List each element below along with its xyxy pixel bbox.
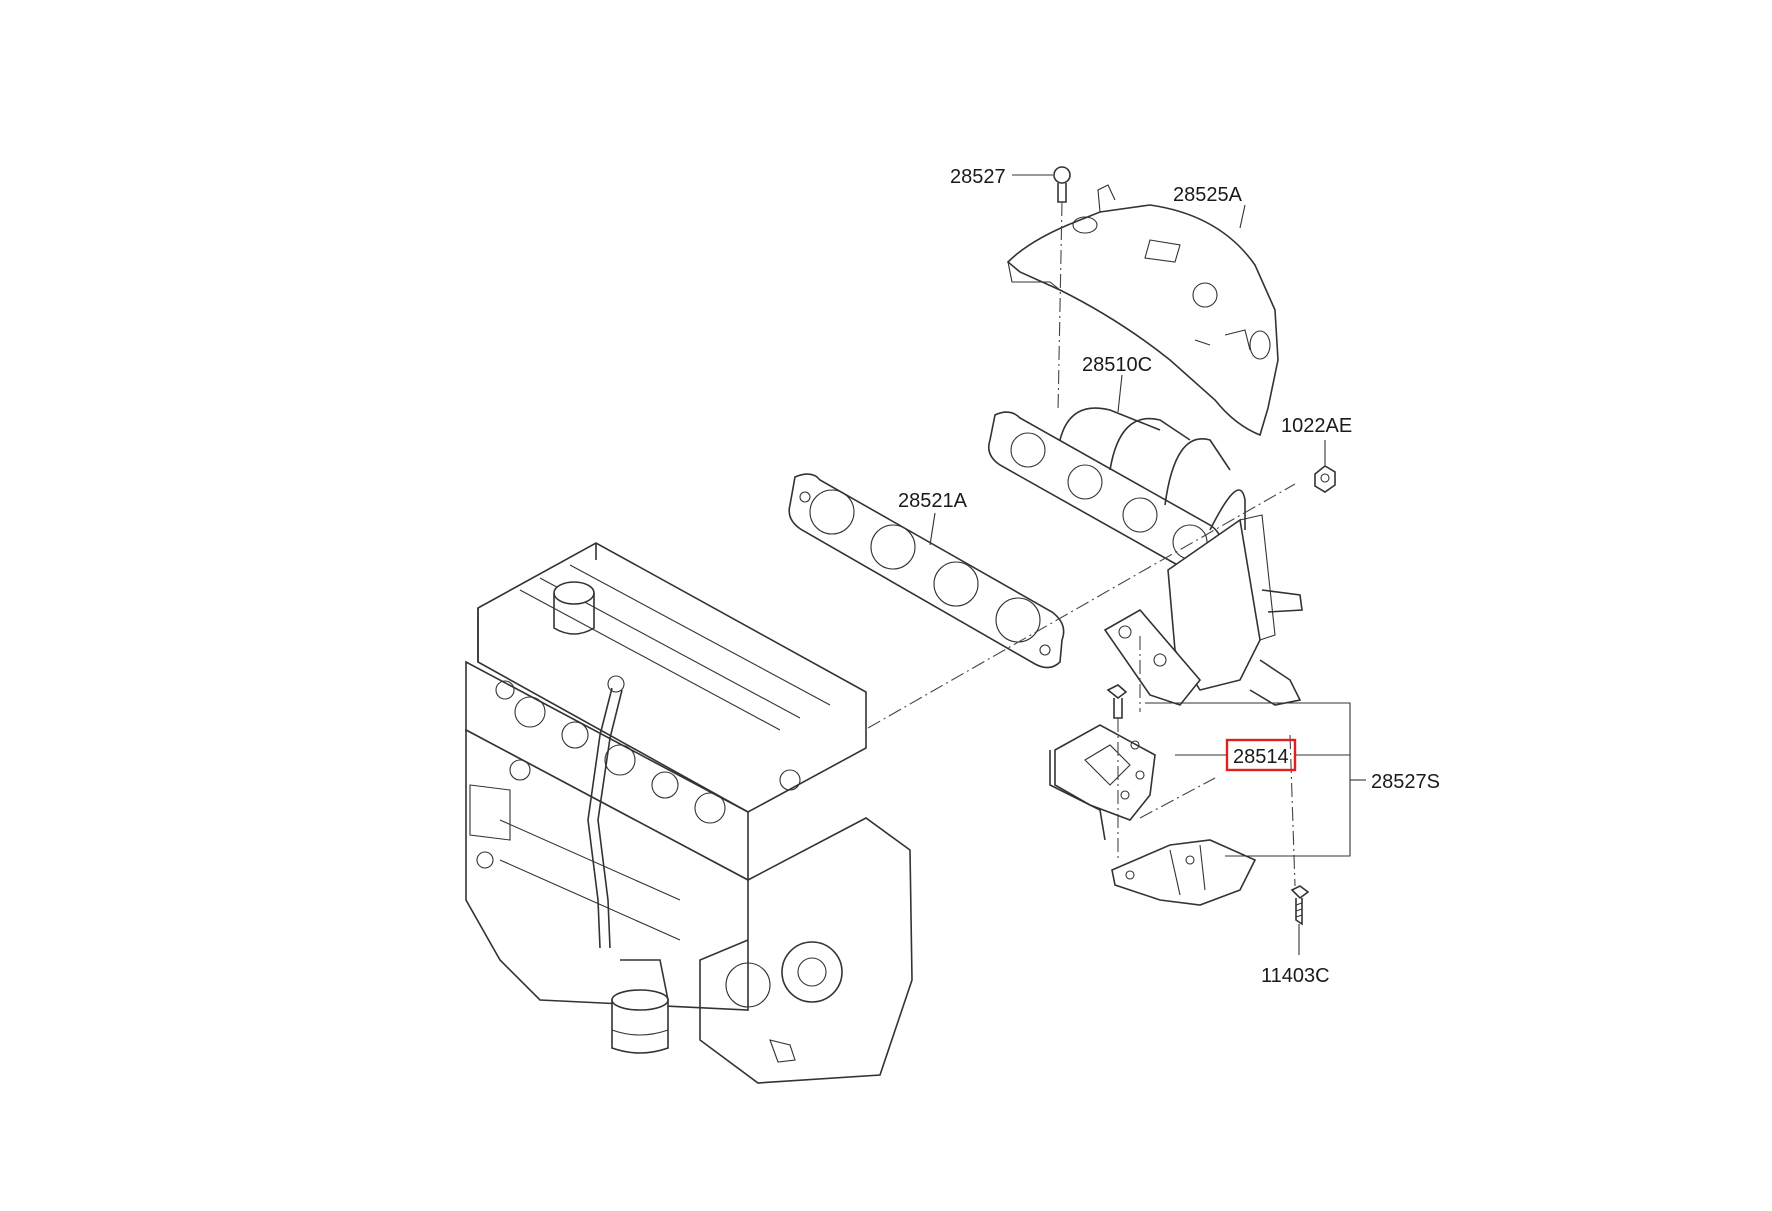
bolt-upper-bracket-icon (1106, 684, 1128, 719)
bolt-28527-icon (1053, 166, 1071, 203)
part-label-28527S[interactable]: 28527S (1371, 771, 1440, 793)
bracket-28514-drawing (1049, 724, 1156, 841)
assembly-centerlines (867, 201, 1296, 887)
part-label-28525A[interactable]: 28525A (1173, 184, 1243, 206)
nut-1022AE-icon (1314, 465, 1336, 493)
lower-bracket-drawing (1111, 839, 1257, 906)
leader-lines (929, 174, 1366, 955)
part-label-28514[interactable]: 28514 (1233, 746, 1289, 768)
part-label-11403C[interactable]: 11403C (1261, 965, 1330, 987)
bolt-11403C-icon (1290, 885, 1310, 926)
part-label-28527[interactable]: 28527 (950, 166, 1006, 188)
highlight-box-28514 (1225, 738, 1297, 772)
exhaust-manifold-28510C-drawing (987, 407, 1303, 706)
part-label-1022AE[interactable]: 1022AE (1281, 415, 1352, 437)
part-label-28510C[interactable]: 28510C (1082, 354, 1152, 376)
heat-shield-28525A-drawing (1006, 184, 1279, 437)
manifold-gasket-28521A-drawing (788, 473, 1065, 669)
part-label-28521A[interactable]: 28521A (898, 490, 968, 512)
engine-assembly-drawing (465, 542, 913, 1084)
